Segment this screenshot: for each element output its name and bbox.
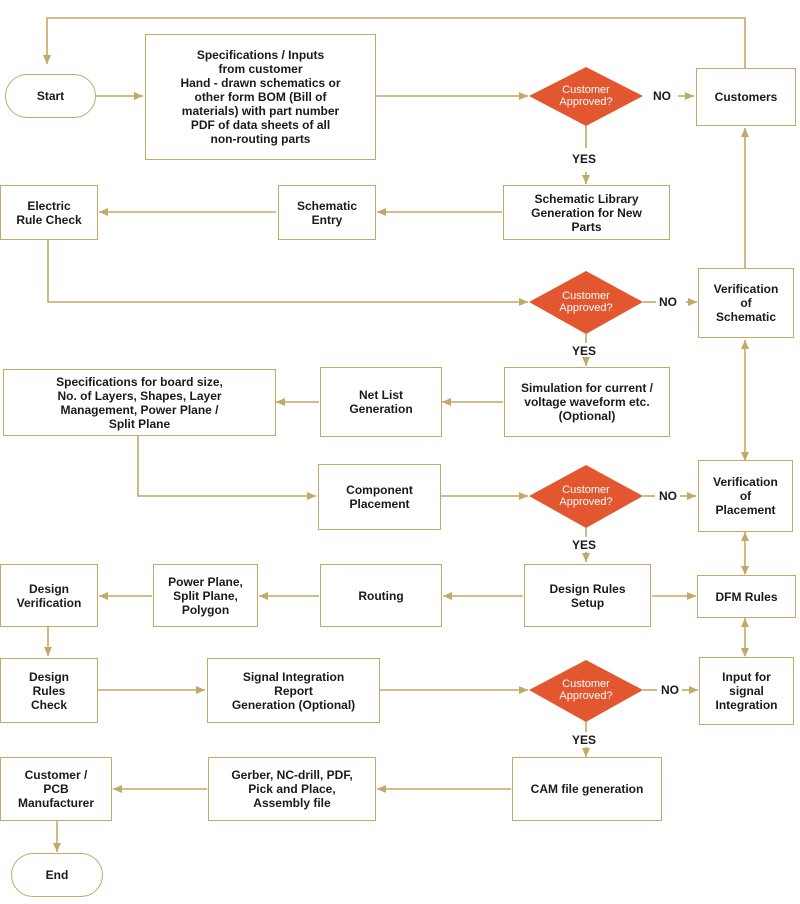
- specs-inputs-box: Specifications / Inputs from customer Ha…: [145, 34, 376, 160]
- decision-diamond-2: [529, 271, 643, 334]
- decision-3-text: Customer Approved?: [559, 484, 613, 508]
- schematic-library-box: Schematic Library Generation for New Par…: [503, 185, 670, 240]
- design-rules-setup-box: Design Rules Setup: [524, 564, 651, 627]
- decision-3-yes-label: YES: [572, 538, 597, 552]
- signal-integration-report-box: Signal Integration Report Generation (Op…: [207, 658, 380, 723]
- verification-placement-box: Verification of Placement: [698, 460, 793, 532]
- verification-placement-label: Verification of Placement: [713, 475, 778, 517]
- decision-2-text: Customer Approved?: [559, 290, 613, 314]
- specs-inputs-label: Specifications / Inputs from customer Ha…: [180, 48, 341, 146]
- decision-3-no-label: NO: [659, 489, 677, 503]
- electric-rule-check-label: Electric Rule Check: [16, 198, 82, 227]
- design-rules-check-box: Design Rules Check: [0, 658, 98, 723]
- schematic-library-label: Schematic Library Generation for New Par…: [531, 191, 642, 234]
- arrow-customers-to-start: [43, 17, 746, 68]
- decision-4-yes-label: YES: [572, 733, 597, 747]
- net-list-label: Net List Generation: [349, 388, 413, 416]
- schematic-entry-label: Schematic Entry: [296, 198, 358, 227]
- schematic-entry-box: Schematic Entry: [278, 185, 376, 240]
- net-list-box: Net List Generation: [320, 367, 442, 437]
- board-specs-box: Specifications for board size, No. of La…: [3, 369, 276, 436]
- customers-label: Customers: [714, 90, 778, 104]
- start-terminal: Start: [5, 74, 96, 118]
- design-verification-box: Design Verification: [0, 564, 98, 627]
- verification-schematic-box: Verification of Schematic: [698, 268, 794, 338]
- gerber-label: Gerber, NC-drill, PDF, Pick and Place, A…: [231, 768, 353, 810]
- simulation-label: Simulation for current / voltage wavefor…: [520, 381, 653, 423]
- cam-label: CAM file generation: [530, 782, 644, 796]
- decision-4-text: Customer Approved?: [559, 678, 613, 702]
- design-verification-label: Design Verification: [16, 581, 82, 610]
- decision-diamond-4: [529, 660, 643, 722]
- end-terminal: End: [11, 853, 103, 897]
- decision-1-yes-label: YES: [572, 152, 597, 166]
- simulation-box: Simulation for current / voltage wavefor…: [504, 367, 670, 437]
- board-specs-label: Specifications for board size, No. of La…: [56, 374, 223, 431]
- decision-diamond-1: [529, 67, 643, 126]
- decision-diamond-3: [529, 465, 643, 528]
- component-placement-box: Component Placement: [318, 464, 441, 530]
- customer-pcb-label: Customer / PCB Manufacturer: [17, 768, 94, 810]
- decision-1-no-label: NO: [653, 89, 671, 103]
- dfm-rules-box: DFM Rules: [697, 575, 796, 618]
- input-signal-integration-box: Input for signal Integration: [699, 657, 794, 725]
- decision-4-no-label: NO: [661, 683, 679, 697]
- arrow-board-specs-to-placement: [137, 436, 316, 500]
- arrow-erc-to-decision-2: [47, 240, 528, 306]
- decision-2-no-label: NO: [659, 295, 677, 309]
- end-label: End: [45, 868, 69, 882]
- routing-label: Routing: [358, 588, 404, 603]
- signal-integration-report-label: Signal Integration Report Generation (Op…: [231, 669, 356, 712]
- power-plane-label: Power Plane, Split Plane, Polygon: [168, 574, 243, 617]
- design-rules-check-label: Design Rules Check: [28, 669, 69, 712]
- verification-schematic-label: Verification of Schematic: [713, 282, 779, 324]
- cam-box: CAM file generation: [512, 757, 662, 821]
- customer-pcb-box: Customer / PCB Manufacturer: [0, 757, 112, 821]
- start-label: Start: [36, 89, 65, 103]
- gerber-box: Gerber, NC-drill, PDF, Pick and Place, A…: [208, 757, 376, 821]
- routing-box: Routing: [320, 564, 442, 627]
- design-rules-setup-label: Design Rules Setup: [549, 581, 626, 610]
- decision-1-text: Customer Approved?: [559, 84, 613, 108]
- decision-2-yes-label: YES: [572, 344, 597, 358]
- electric-rule-check-box: Electric Rule Check: [0, 185, 98, 240]
- dfm-rules-label: DFM Rules: [715, 589, 778, 604]
- input-signal-integration-label: Input for signal Integration: [715, 670, 778, 712]
- power-plane-box: Power Plane, Split Plane, Polygon: [153, 564, 258, 627]
- customers-box: Customers: [696, 68, 796, 126]
- component-placement-label: Component Placement: [346, 483, 413, 511]
